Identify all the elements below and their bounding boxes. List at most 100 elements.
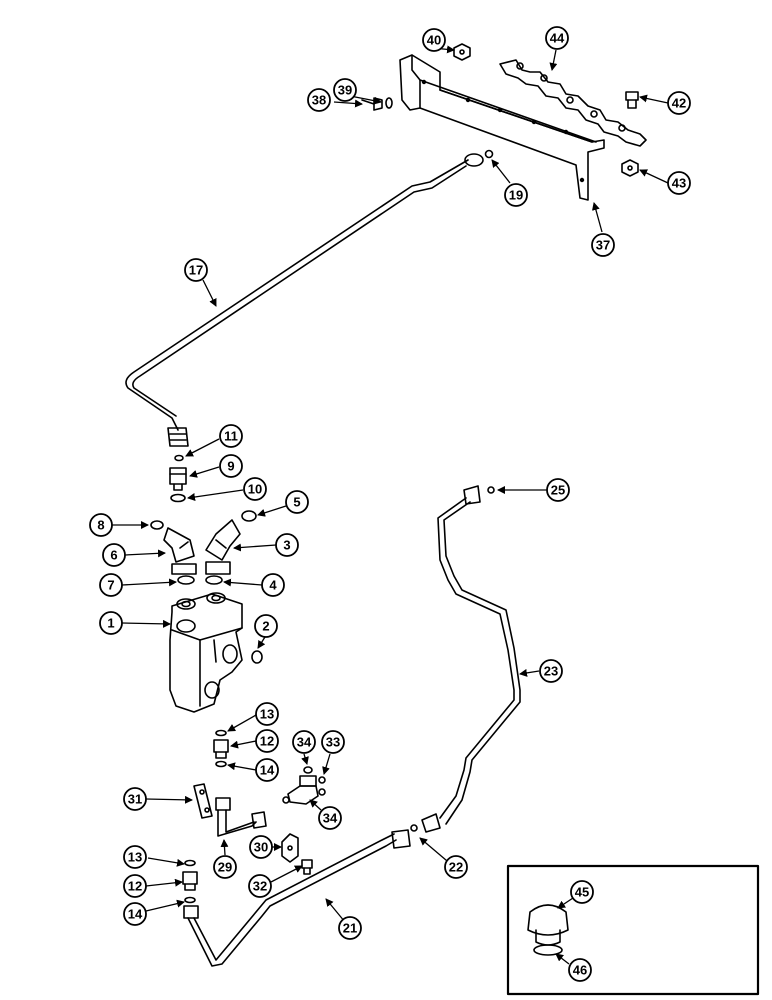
svg-text:19: 19 <box>509 188 523 203</box>
callout-21: 21 <box>338 916 362 940</box>
svg-text:2: 2 <box>262 619 269 634</box>
callout-12-lower: 12 <box>123 874 147 898</box>
svg-text:4: 4 <box>269 578 277 593</box>
callout-7: 7 <box>99 573 123 597</box>
callout-5: 5 <box>285 490 309 514</box>
nut-40 <box>453 43 471 61</box>
callout-37: 37 <box>591 233 615 257</box>
callout-29: 29 <box>213 855 237 879</box>
o-ring-19 <box>484 149 494 159</box>
callout-23: 23 <box>539 659 563 683</box>
callout-19: 19 <box>504 183 528 207</box>
callout-34-upper: 34 <box>292 730 316 754</box>
svg-text:32: 32 <box>253 879 267 894</box>
cap-45 <box>527 904 569 936</box>
svg-text:8: 8 <box>97 518 104 533</box>
svg-text:43: 43 <box>672 176 686 191</box>
svg-text:3: 3 <box>283 538 290 553</box>
svg-text:34: 34 <box>323 811 338 826</box>
svg-text:29: 29 <box>218 860 232 875</box>
svg-text:21: 21 <box>343 921 357 936</box>
inset-box <box>506 864 760 996</box>
elbow-fitting-3 <box>205 519 241 575</box>
callout-39: 39 <box>333 78 357 102</box>
callout-30: 30 <box>249 835 273 859</box>
svg-text:12: 12 <box>128 879 142 894</box>
svg-text:22: 22 <box>449 860 463 875</box>
callout-25: 25 <box>546 478 570 502</box>
o-ring-2 <box>251 650 263 664</box>
clamp-strip <box>499 59 647 147</box>
svg-text:14: 14 <box>128 907 143 922</box>
callout-45: 45 <box>570 880 594 904</box>
tube-21 <box>183 829 411 967</box>
callout-42: 42 <box>667 91 691 115</box>
svg-text:1: 1 <box>107 616 114 631</box>
bolt-32 <box>301 859 313 875</box>
svg-text:31: 31 <box>128 792 142 807</box>
callout-4: 4 <box>261 573 285 597</box>
mounting-bracket <box>399 54 605 201</box>
bolt-42 <box>625 91 639 109</box>
clip-30 <box>281 833 299 863</box>
svg-text:23: 23 <box>544 664 558 679</box>
callout-labels: 40 44 39 38 42 43 19 37 17 11 9 10 8 5 6… <box>89 26 691 982</box>
svg-text:25: 25 <box>551 483 565 498</box>
callout-14-lower: 14 <box>123 902 147 926</box>
svg-text:14: 14 <box>260 763 275 778</box>
svg-text:12: 12 <box>260 734 274 749</box>
adapter-stack <box>169 454 187 503</box>
svg-text:11: 11 <box>224 429 238 444</box>
callout-2: 2 <box>254 614 278 638</box>
callout-22: 22 <box>444 855 468 879</box>
svg-text:9: 9 <box>227 459 234 474</box>
washer-39 <box>385 97 393 109</box>
svg-text:38: 38 <box>312 93 326 108</box>
callout-40: 40 <box>422 28 446 52</box>
svg-text:13: 13 <box>128 850 142 865</box>
tube-23 <box>421 485 521 833</box>
o-ring-7 <box>177 575 195 585</box>
callout-17: 17 <box>184 258 208 282</box>
svg-text:37: 37 <box>596 238 610 253</box>
callout-13-upper: 13 <box>255 702 279 726</box>
o-ring-25 <box>487 486 495 494</box>
callout-9: 9 <box>219 454 243 478</box>
svg-text:5: 5 <box>293 495 300 510</box>
svg-text:7: 7 <box>107 578 114 593</box>
leader-lines <box>112 45 669 965</box>
svg-text:6: 6 <box>110 548 117 563</box>
callout-34-lower: 34 <box>318 806 342 830</box>
callout-46: 46 <box>568 958 592 982</box>
svg-text:40: 40 <box>427 33 441 48</box>
o-ring-4 <box>205 575 223 585</box>
tee-fitting <box>282 766 326 805</box>
svg-text:44: 44 <box>550 31 565 46</box>
valve-body <box>169 592 243 713</box>
callout-43: 43 <box>667 171 691 195</box>
o-ring-22 <box>410 824 418 832</box>
callout-11: 11 <box>219 424 243 448</box>
callout-44: 44 <box>545 26 569 50</box>
callout-31: 31 <box>123 787 147 811</box>
o-ring-5 <box>241 510 257 522</box>
callout-32: 32 <box>248 874 272 898</box>
fitting-stack-upper <box>213 729 229 768</box>
elbow-fitting-6 <box>163 527 197 575</box>
tube-17 <box>125 153 484 447</box>
svg-text:13: 13 <box>260 707 274 722</box>
callout-38: 38 <box>307 88 331 112</box>
callout-33: 33 <box>321 730 345 754</box>
callout-6: 6 <box>102 543 126 567</box>
callout-3: 3 <box>275 533 299 557</box>
nut-43 <box>621 159 639 177</box>
svg-text:30: 30 <box>254 840 268 855</box>
o-ring-46 <box>533 944 563 956</box>
callout-12-upper: 12 <box>255 729 279 753</box>
svg-text:46: 46 <box>573 963 587 978</box>
callout-14-upper: 14 <box>255 758 279 782</box>
svg-text:39: 39 <box>338 83 352 98</box>
svg-text:33: 33 <box>326 735 340 750</box>
callout-13-lower: 13 <box>123 845 147 869</box>
